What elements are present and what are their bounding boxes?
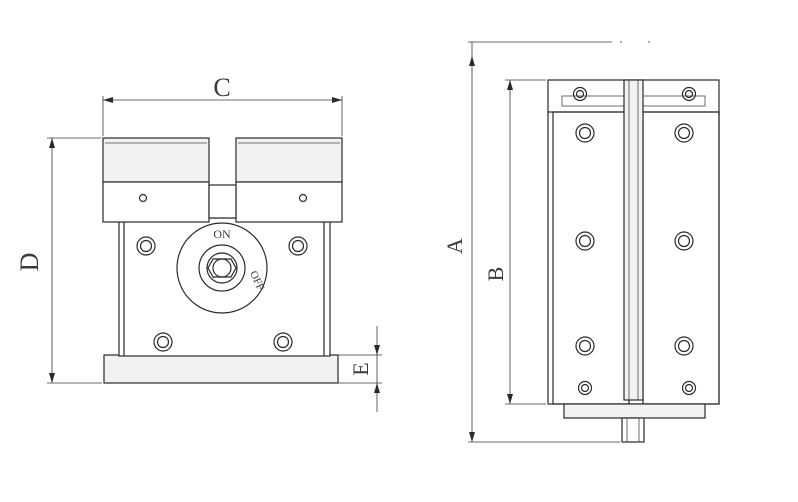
spindle-stub — [621, 417, 645, 443]
right-clamp-pin — [298, 193, 308, 203]
front-view: ON OFF C D E — [15, 73, 382, 412]
dimension-e: E — [338, 326, 382, 412]
left-clamp-block — [102, 181, 210, 223]
dimension-b-label: B — [483, 267, 508, 282]
dimension-c-label: C — [213, 73, 230, 102]
side-view: A B — [442, 41, 720, 443]
dimension-d-label: D — [15, 253, 44, 272]
center-spindle — [623, 79, 644, 401]
dimension-a-label: A — [442, 238, 467, 254]
dimension-d: D — [15, 137, 102, 384]
right-jaw-block — [235, 137, 343, 183]
switch-on-label: ON — [213, 227, 231, 241]
dimension-b: B — [483, 79, 546, 405]
base-plate — [103, 354, 339, 384]
right-clamp-block — [235, 181, 343, 223]
dimension-a: A — [442, 41, 652, 443]
dimension-c: C — [102, 73, 343, 136]
dimension-e-label: E — [348, 362, 373, 375]
switch-knob: ON OFF — [176, 222, 268, 314]
left-jaw-block — [102, 137, 210, 183]
left-clamp-pin — [138, 193, 148, 203]
